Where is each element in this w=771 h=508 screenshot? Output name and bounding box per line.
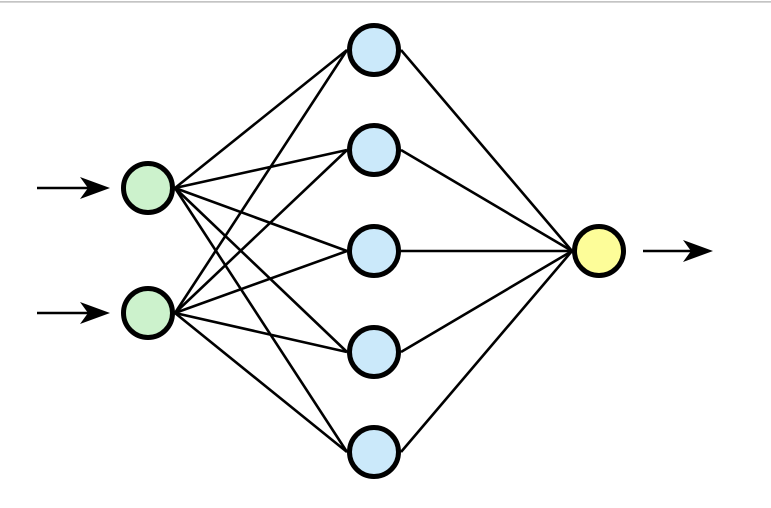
edge-hidden-5-output-1 bbox=[400, 250, 573, 453]
hidden-1-node bbox=[347, 23, 401, 77]
hidden-2-node bbox=[347, 123, 401, 177]
edge-hidden-1-output-1 bbox=[400, 49, 573, 252]
edge-input-2-hidden-5 bbox=[174, 311, 348, 454]
edge-input-2-hidden-4 bbox=[174, 311, 348, 354]
output-1-node bbox=[572, 224, 626, 278]
hidden-layer bbox=[347, 23, 401, 479]
input-1-node bbox=[121, 161, 175, 215]
output-arrow bbox=[643, 240, 713, 262]
input-arrow-1-head-icon bbox=[80, 177, 110, 199]
edge-input-1-hidden-4 bbox=[174, 187, 348, 353]
hidden-4-node bbox=[347, 325, 401, 379]
hidden-3-node bbox=[347, 224, 401, 278]
top-border-line bbox=[0, 1, 771, 3]
input-2-node bbox=[121, 286, 175, 340]
edge-input-2-hidden-3 bbox=[174, 249, 348, 315]
edge-input-2-hidden-2 bbox=[174, 149, 348, 314]
output-arrow-head-icon bbox=[683, 240, 713, 262]
edge-hidden-2-output-1 bbox=[400, 148, 573, 253]
edge-input-2-hidden-1 bbox=[173, 49, 349, 314]
edge-input-1-hidden-3 bbox=[174, 186, 348, 253]
input-arrow-1 bbox=[37, 177, 110, 199]
input-arrow-2-head-icon bbox=[80, 302, 110, 324]
edge-input-1-hidden-2 bbox=[174, 148, 348, 190]
edge-hidden-4-output-1 bbox=[400, 249, 573, 354]
input-arrow-2 bbox=[37, 302, 110, 324]
hidden-5-node bbox=[347, 425, 401, 479]
edge-input-1-hidden-5 bbox=[173, 187, 349, 453]
input-layer bbox=[121, 161, 175, 340]
edge-input-1-hidden-1 bbox=[174, 48, 348, 190]
output-layer bbox=[572, 224, 626, 278]
